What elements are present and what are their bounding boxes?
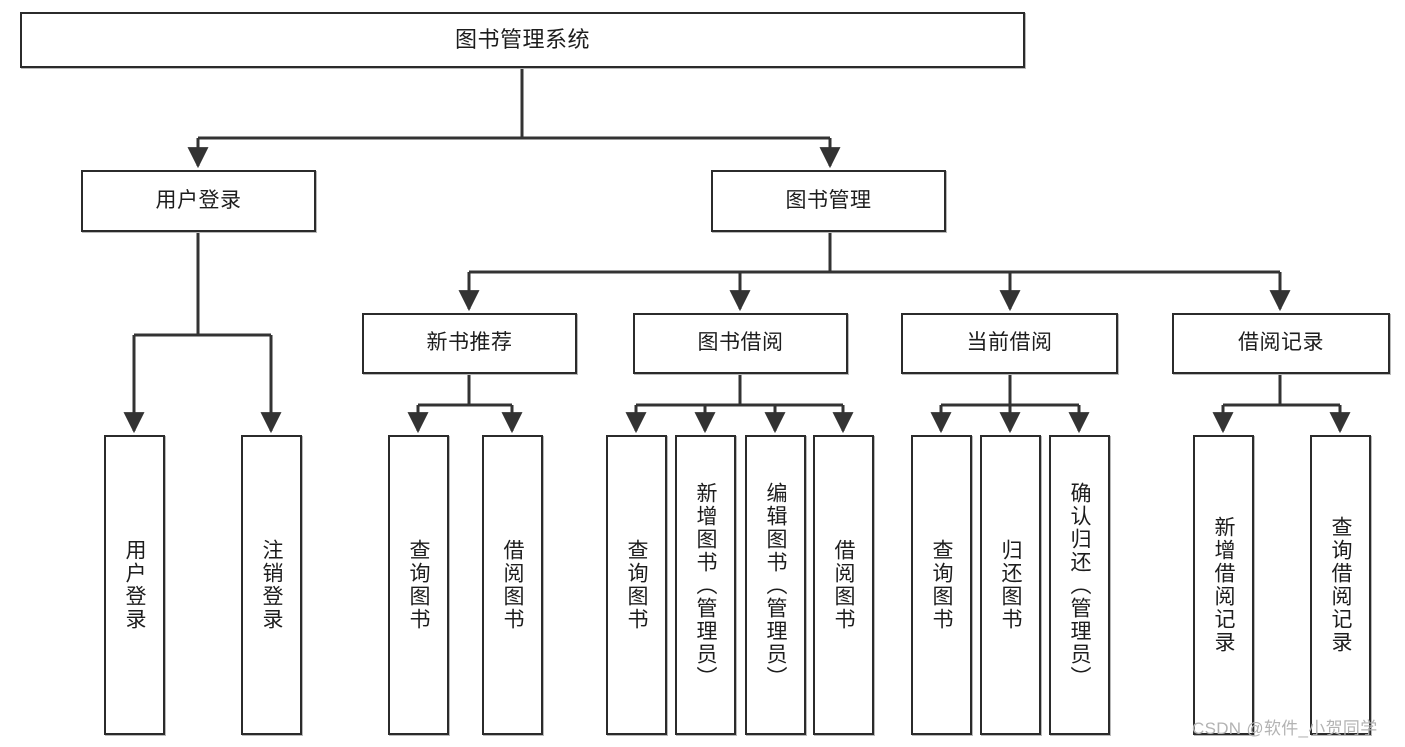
node-label: 编辑图书（管理员）: [764, 481, 787, 689]
leaf-query-book-borrow[interactable]: 查询图书: [606, 435, 667, 735]
leaf-edit-book-admin[interactable]: 编辑图书（管理员）: [745, 435, 806, 735]
leaf-add-book-admin[interactable]: 新增图书（管理员）: [675, 435, 736, 735]
leaf-logout[interactable]: 注销登录: [241, 435, 302, 735]
leaf-borrow-book[interactable]: 借阅图书: [813, 435, 874, 735]
node-label: 用户登录: [155, 188, 242, 212]
node-label: 查询图书: [625, 539, 648, 631]
node-label: 注销登录: [260, 539, 283, 631]
leaf-user-login[interactable]: 用户登录: [104, 435, 165, 735]
node-label: 用户登录: [123, 539, 146, 631]
node-label: 图书管理: [785, 188, 872, 212]
node-label: 查询图书: [930, 539, 953, 631]
leaf-query-borrow-record[interactable]: 查询借阅记录: [1310, 435, 1371, 735]
node-book-borrow[interactable]: 图书借阅: [633, 313, 848, 374]
node-label: 当前借阅: [966, 331, 1053, 355]
node-label: 确认归还（管理员）: [1068, 481, 1091, 689]
watermark-text: CSDN @软件_小贺同学: [1192, 719, 1378, 738]
node-label: 图书借阅: [697, 331, 784, 355]
node-borrow-record[interactable]: 借阅记录: [1172, 313, 1390, 374]
leaf-add-borrow-record[interactable]: 新增借阅记录: [1193, 435, 1254, 735]
leaf-confirm-return-admin[interactable]: 确认归还（管理员）: [1049, 435, 1110, 735]
node-label: 归还图书: [999, 539, 1022, 631]
node-label: 借阅记录: [1238, 331, 1324, 355]
node-label: 新增图书（管理员）: [694, 481, 717, 689]
node-current-borrow[interactable]: 当前借阅: [901, 313, 1118, 374]
node-label: 新书推荐: [426, 331, 513, 355]
node-book-management[interactable]: 图书管理: [711, 170, 946, 232]
node-root-book-management-system[interactable]: 图书管理系统: [20, 12, 1025, 68]
node-new-book-recommend[interactable]: 新书推荐: [362, 313, 577, 374]
node-user-login[interactable]: 用户登录: [81, 170, 316, 232]
node-label: 查询借阅记录: [1329, 516, 1352, 654]
leaf-borrow-book-recommend[interactable]: 借阅图书: [482, 435, 543, 735]
node-label: 查询图书: [407, 539, 430, 631]
node-label: 借阅图书: [832, 539, 855, 631]
leaf-query-book-recommend[interactable]: 查询图书: [388, 435, 449, 735]
node-label: 借阅图书: [501, 539, 524, 631]
node-label: 图书管理系统: [454, 26, 590, 52]
leaf-query-book-current[interactable]: 查询图书: [911, 435, 972, 735]
node-label: 新增借阅记录: [1212, 516, 1235, 654]
leaf-return-book[interactable]: 归还图书: [980, 435, 1041, 735]
